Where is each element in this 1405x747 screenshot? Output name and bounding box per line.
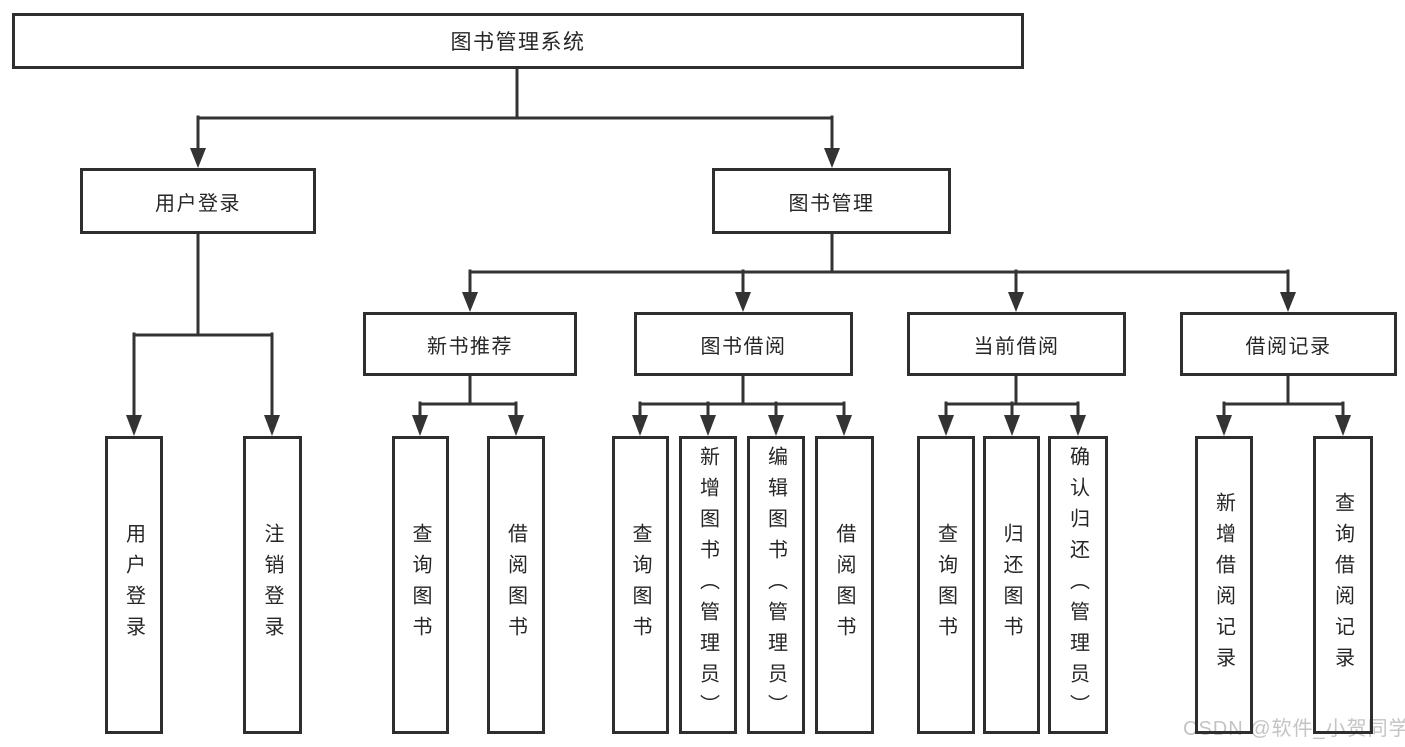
leaf-br-query-record: 查询借阅记录	[1313, 436, 1373, 734]
node-book-borrow: 图书借阅	[634, 312, 853, 376]
leaf-cb-query-book: 查询图书	[917, 436, 975, 734]
node-new-book-recommend: 新书推荐	[363, 312, 577, 376]
connector-current-borrow	[944, 374, 1080, 420]
node-borrow-records: 借阅记录	[1180, 312, 1397, 376]
node-user-login: 用户登录	[80, 168, 316, 234]
connector-root	[196, 67, 834, 152]
leaf-bb-add-book-admin: 新增图书（管理员）	[679, 436, 737, 734]
leaf-nbr-borrow-book: 借阅图书	[487, 436, 545, 734]
csdn-watermark: CSDN @软件_小贺同学	[1183, 718, 1405, 740]
leaf-cb-confirm-return-admin: 确认归还（管理员）	[1048, 436, 1108, 734]
leaf-bb-borrow-book: 借阅图书	[815, 436, 874, 734]
leaf-nbr-query-book: 查询图书	[392, 436, 449, 734]
node-root-system: 图书管理系统	[12, 13, 1024, 69]
arrowheads	[126, 148, 1351, 436]
node-book-management: 图书管理	[712, 168, 951, 234]
leaf-user-login: 用户登录	[105, 436, 163, 734]
leaf-bb-edit-book-admin: 编辑图书（管理员）	[747, 436, 805, 734]
connector-book-borrow	[638, 374, 846, 420]
leaf-bb-query-book: 查询图书	[612, 436, 669, 734]
leaf-br-add-record: 新增借阅记录	[1195, 436, 1253, 734]
node-current-borrow: 当前借阅	[907, 312, 1126, 376]
connector-new-book-recommend	[418, 374, 518, 420]
leaf-cb-return-book: 归还图书	[983, 436, 1040, 734]
connector-borrow-records	[1222, 374, 1345, 420]
connector-user-login	[132, 232, 274, 420]
leaf-logout-login: 注销登录	[243, 436, 302, 734]
connector-book-management	[468, 232, 1290, 296]
